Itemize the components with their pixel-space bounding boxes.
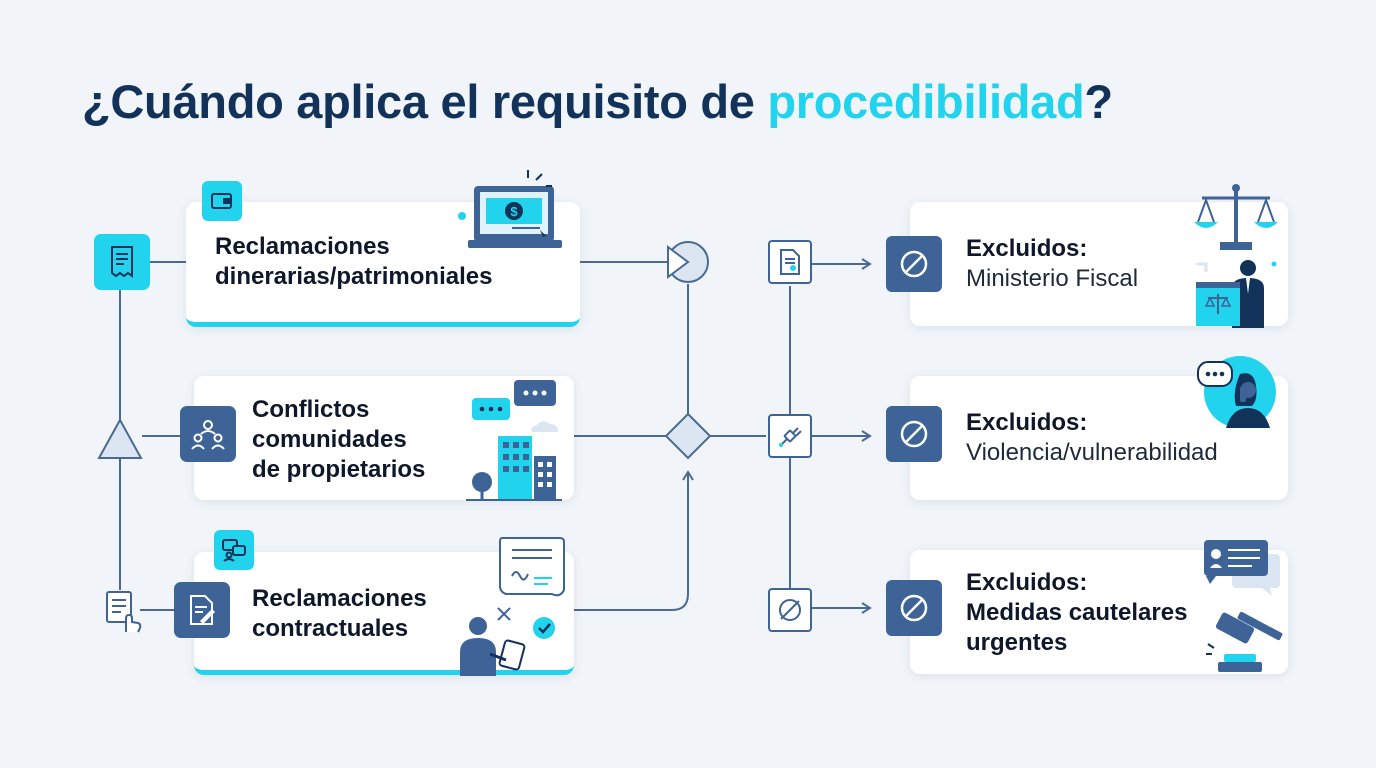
applies-card-community: Conflictos comunidades de propietarios bbox=[194, 376, 574, 500]
no-entry-icon bbox=[768, 588, 812, 632]
excluded-label: Excluidos: bbox=[966, 569, 1088, 596]
ban-icon bbox=[886, 236, 942, 292]
title-prefix: ¿Cuándo aplica el requisito de bbox=[82, 75, 768, 128]
card-line: contractuales bbox=[252, 615, 409, 642]
connection-plug-icon bbox=[768, 414, 812, 458]
diamond-decision-node bbox=[664, 412, 712, 460]
person-signing-contract-icon bbox=[456, 534, 566, 676]
buildings-chat-icon bbox=[466, 378, 562, 502]
certificate-document-icon bbox=[768, 240, 812, 284]
circle-gate-node bbox=[667, 241, 709, 283]
document-touch-icon bbox=[104, 590, 144, 634]
ban-icon bbox=[886, 406, 942, 462]
excluded-detail: urgentes bbox=[966, 629, 1068, 656]
excluded-label: Excluidos: bbox=[966, 235, 1088, 262]
card-line: Reclamaciones bbox=[215, 233, 390, 260]
wallet-icon bbox=[202, 181, 242, 221]
community-people-icon bbox=[180, 406, 236, 462]
card-line: Conflictos bbox=[252, 396, 370, 423]
card-line: dinerarias/patrimoniales bbox=[215, 263, 493, 290]
excluded-detail: Ministerio Fiscal bbox=[966, 265, 1139, 292]
excluded-label: Excluidos: bbox=[966, 409, 1088, 436]
svg-text:$: $ bbox=[510, 204, 518, 219]
title-highlight: procedibilidad bbox=[767, 75, 1085, 128]
excluded-detail: Violencia/vulnerabilidad bbox=[966, 439, 1218, 466]
ban-icon bbox=[886, 580, 942, 636]
card-line: Reclamaciones bbox=[252, 585, 427, 612]
excluded-detail: Medidas cautelares bbox=[966, 599, 1188, 626]
person-phone-call-icon bbox=[1196, 352, 1280, 432]
laptop-money-icon: $ bbox=[456, 168, 562, 252]
triangle-node bbox=[97, 417, 143, 459]
chat-people-icon bbox=[214, 530, 254, 570]
contract-document-icon bbox=[174, 582, 230, 638]
card-line: comunidades bbox=[252, 426, 407, 453]
applies-card-text: Conflictos comunidades de propietarios bbox=[252, 395, 425, 485]
applies-card-text: Reclamaciones contractuales bbox=[252, 584, 427, 644]
title-suffix: ? bbox=[1084, 75, 1113, 128]
applies-card-text: Reclamaciones dinerarias/patrimoniales bbox=[215, 232, 492, 292]
gavel-message-icon bbox=[1202, 536, 1290, 678]
receipt-icon bbox=[94, 234, 150, 290]
scales-prosecutor-icon bbox=[1168, 182, 1280, 328]
page-title: ¿Cuándo aplica el requisito de procedibi… bbox=[82, 74, 1113, 129]
card-line: de propietarios bbox=[252, 456, 426, 483]
